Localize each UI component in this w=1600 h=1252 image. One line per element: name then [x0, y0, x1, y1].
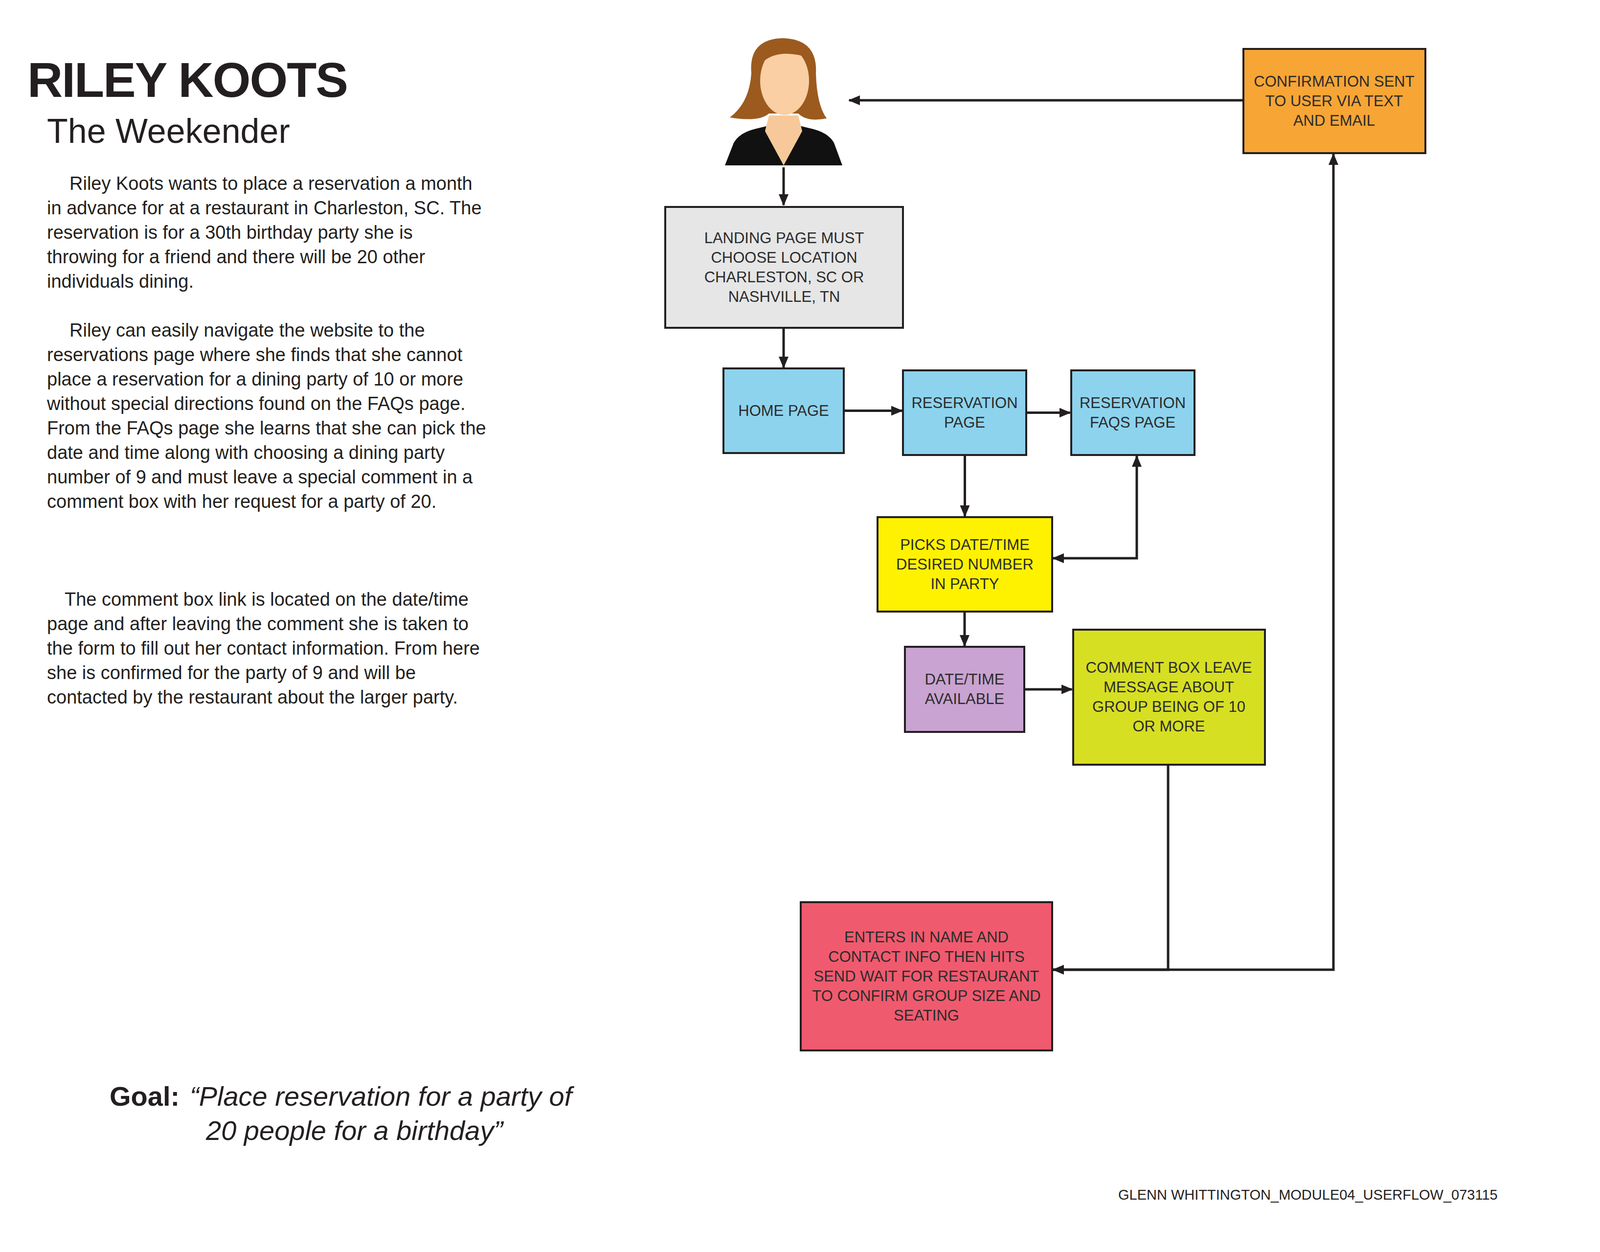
box-label: ENTERS IN NAME AND CONTACT INFO THEN HIT… — [811, 927, 1042, 1026]
reservation-page-box: RESERVATION PAGE — [901, 369, 1028, 456]
box-label: RESERVATION PAGE — [910, 393, 1019, 433]
footer-credit: GLENN WHITTINGTON_MODULE04_USERFLOW_0731… — [1118, 1185, 1598, 1204]
return-arrow — [849, 99, 1246, 102]
user-fringe — [757, 42, 812, 69]
box-label: LANDING PAGE MUST CHOOSE LOCATION CHARLE… — [676, 228, 892, 307]
user-hair — [729, 38, 827, 120]
picks-box: PICKS DATE/TIME DESIRED NUMBER IN PARTY — [876, 516, 1054, 613]
flow-connector — [1027, 411, 1071, 414]
story-paragraph: Riley can easily navigate the website to… — [46, 317, 488, 514]
story-paragraph: Riley Koots wants to place a reservation… — [46, 171, 488, 294]
page-title: RILEY KOOTS — [27, 52, 348, 107]
story-paragraph: The comment box link is located on the d… — [46, 586, 488, 710]
flow-connector — [782, 328, 786, 368]
user-figure — [724, 38, 843, 166]
goal-quote: “Place reservation for a party of 20 peo… — [189, 1079, 582, 1148]
persona-subtitle: The Weekender — [46, 111, 488, 151]
available-box: DATE/TIME AVAILABLE — [903, 645, 1026, 733]
flow-connector — [963, 612, 967, 646]
home-page-box: HOME PAGE — [722, 367, 845, 454]
comment-box: COMMENT BOX LEAVE MESSAGE ABOUT GROUP BE… — [1072, 628, 1266, 766]
contact-info-box: ENTERS IN NAME AND CONTACT INFO THEN HIT… — [799, 901, 1054, 1052]
box-label: HOME PAGE — [738, 401, 829, 421]
user-neck — [765, 115, 803, 166]
landing-page-box: LANDING PAGE MUST CHOOSE LOCATION CHARLE… — [664, 205, 904, 329]
box-label: CONFIRMATION SENT TO USER VIA TEXT AND E… — [1251, 71, 1418, 131]
faqs-page-box: RESERVATION FAQS PAGE — [1070, 369, 1196, 456]
flow-connector — [1025, 688, 1073, 691]
box-label: COMMENT BOX LEAVE MESSAGE ABOUT GROUP BE… — [1081, 657, 1258, 737]
box-label: DATE/TIME AVAILABLE — [913, 669, 1016, 709]
confirmation-box: CONFIRMATION SENT TO USER VIA TEXT AND E… — [1242, 47, 1427, 155]
box-label: PICKS DATE/TIME DESIRED NUMBER IN PARTY — [891, 535, 1039, 594]
flow-connector — [1053, 455, 1137, 559]
start-arrow — [782, 167, 786, 205]
box-label: RESERVATION FAQS PAGE — [1079, 393, 1187, 433]
flow-connector — [963, 455, 967, 517]
flow-connector — [1053, 154, 1334, 970]
flow-connector — [844, 409, 902, 412]
flow-connector — [1053, 765, 1169, 970]
